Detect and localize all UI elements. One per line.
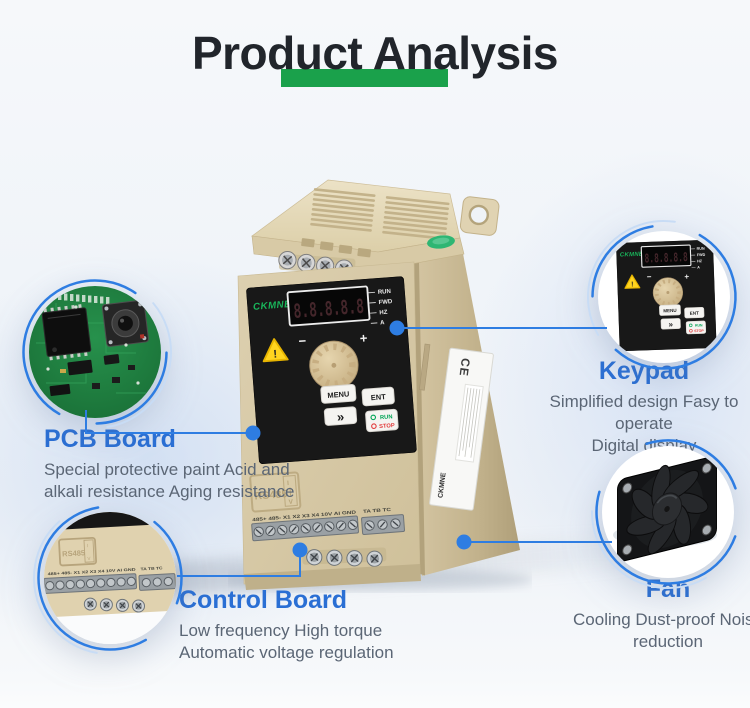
mounting-ear (459, 196, 500, 236)
encoder-switch (101, 299, 149, 347)
screw-terminal (306, 549, 323, 566)
ce-mark: CE (456, 357, 472, 377)
screw-terminal (297, 253, 316, 273)
pcb-photo-callout (16, 273, 174, 431)
main-ic-chip (41, 304, 92, 361)
inverter-photo: CKMNE ® 8.8.8.8.8 RUN FWD HZ A − + (228, 179, 532, 591)
page-title: Product Analysis (191, 27, 559, 79)
screw-terminal (366, 550, 383, 567)
screw-terminal (278, 251, 297, 270)
keypad-photo-callout (585, 218, 743, 376)
pcb-description: Special protective paint Acid and alkali… (44, 459, 295, 501)
control-callout-text: Control Board Low frequency High torque … (179, 586, 459, 664)
relay-terminal-strip (361, 514, 405, 535)
label-brand: CKMNE (437, 472, 447, 499)
fan-description: Cooling Dust-proof Noise reduction (573, 609, 750, 651)
fan-photo-callout (589, 433, 747, 591)
vent-grille-right (382, 196, 450, 240)
pcb-photo (29, 286, 161, 418)
keypad-photo (616, 240, 717, 352)
rs485-label-mini: RS485 (62, 548, 85, 558)
control-board-photo-callout: RS485 I V 485+ 485- X1 X2 X3 X4 10V AI G… (31, 499, 189, 657)
side-vent-slot (419, 343, 431, 391)
mounting-hole (468, 204, 490, 226)
io-i-mini: I (87, 543, 89, 548)
control-title: Control Board (179, 586, 348, 614)
control-description: Low frequency High torque Automatic volt… (179, 620, 394, 662)
green-button (427, 235, 455, 249)
pcb-callout-text: PCB Board Special protective paint Acid … (44, 425, 304, 503)
device-top (251, 179, 500, 278)
vent-grille-left (310, 188, 376, 232)
title-accent-bar (281, 69, 448, 87)
device-side-face: CE CKMNE (414, 238, 520, 576)
screw-terminal (346, 550, 363, 567)
screw-terminal (326, 549, 343, 566)
